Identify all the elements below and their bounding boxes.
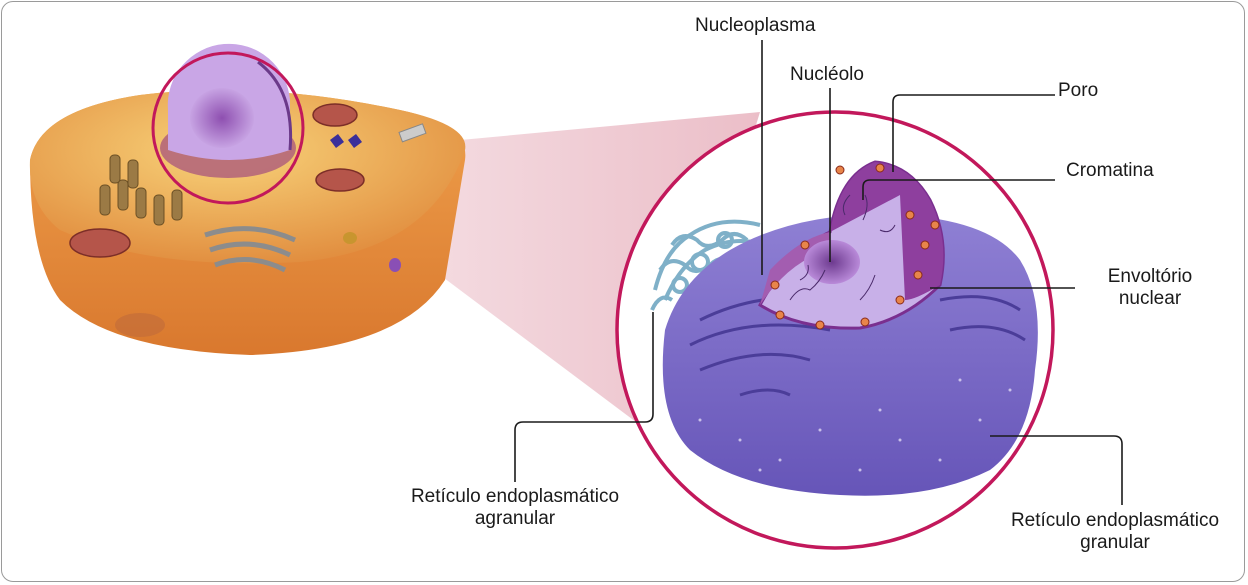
label-rea-line1: Retículo endoplasmático [410,486,620,507]
nucleus-illustration [650,160,1038,496]
label-nucleolo: Nucléolo [790,64,864,85]
label-reg-line2: granular [1080,532,1150,553]
label-envoltorio-line1: Envoltório [1107,266,1193,287]
label-reticulo-agranular: Retículo endoplasmático agranular [388,486,642,530]
label-envoltorio-line2: nuclear [1118,288,1182,309]
leader-cromatina [862,179,1055,200]
label-reg-line1: Retículo endoplasmático [1010,510,1220,531]
leader-rea [514,312,654,482]
leader-lines [514,40,1123,505]
label-cromatina: Cromatina [1066,160,1154,181]
label-reticulo-granular: Retículo endoplasmático granular [990,510,1240,554]
label-poro: Poro [1058,80,1099,101]
smooth-er [650,219,766,311]
leader-poro [892,94,1055,172]
label-envoltorio-nuclear: Envoltório nuclear [1100,266,1200,310]
leader-reg [990,435,1123,505]
rough-er [662,214,1038,496]
small-highlight-circle [151,51,305,205]
label-nucleoplasma: Nucleoplasma [695,15,816,36]
animal-cell-illustration [29,43,466,355]
label-rea-line2: agranular [474,508,556,529]
